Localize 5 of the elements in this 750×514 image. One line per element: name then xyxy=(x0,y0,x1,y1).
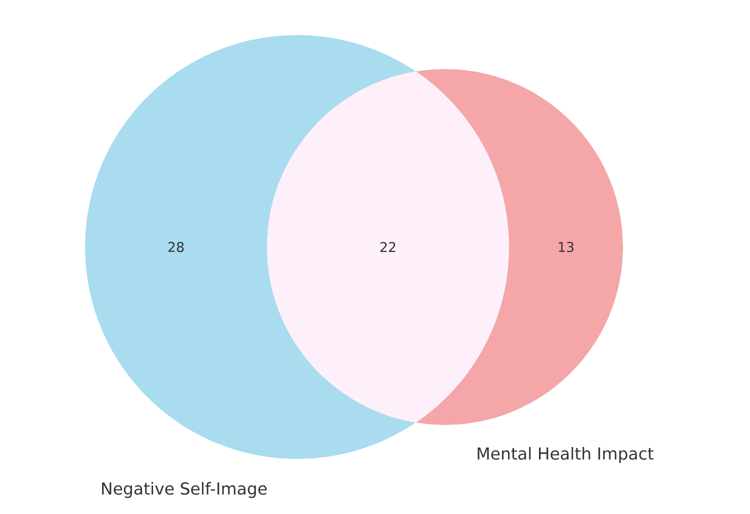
region-count: 28 xyxy=(168,242,184,252)
region-count: 22 xyxy=(380,242,396,252)
set-label: Mental Health Impact xyxy=(478,447,654,463)
region-count: 13 xyxy=(558,242,574,252)
set-label: Negative Self-Image xyxy=(102,482,267,498)
